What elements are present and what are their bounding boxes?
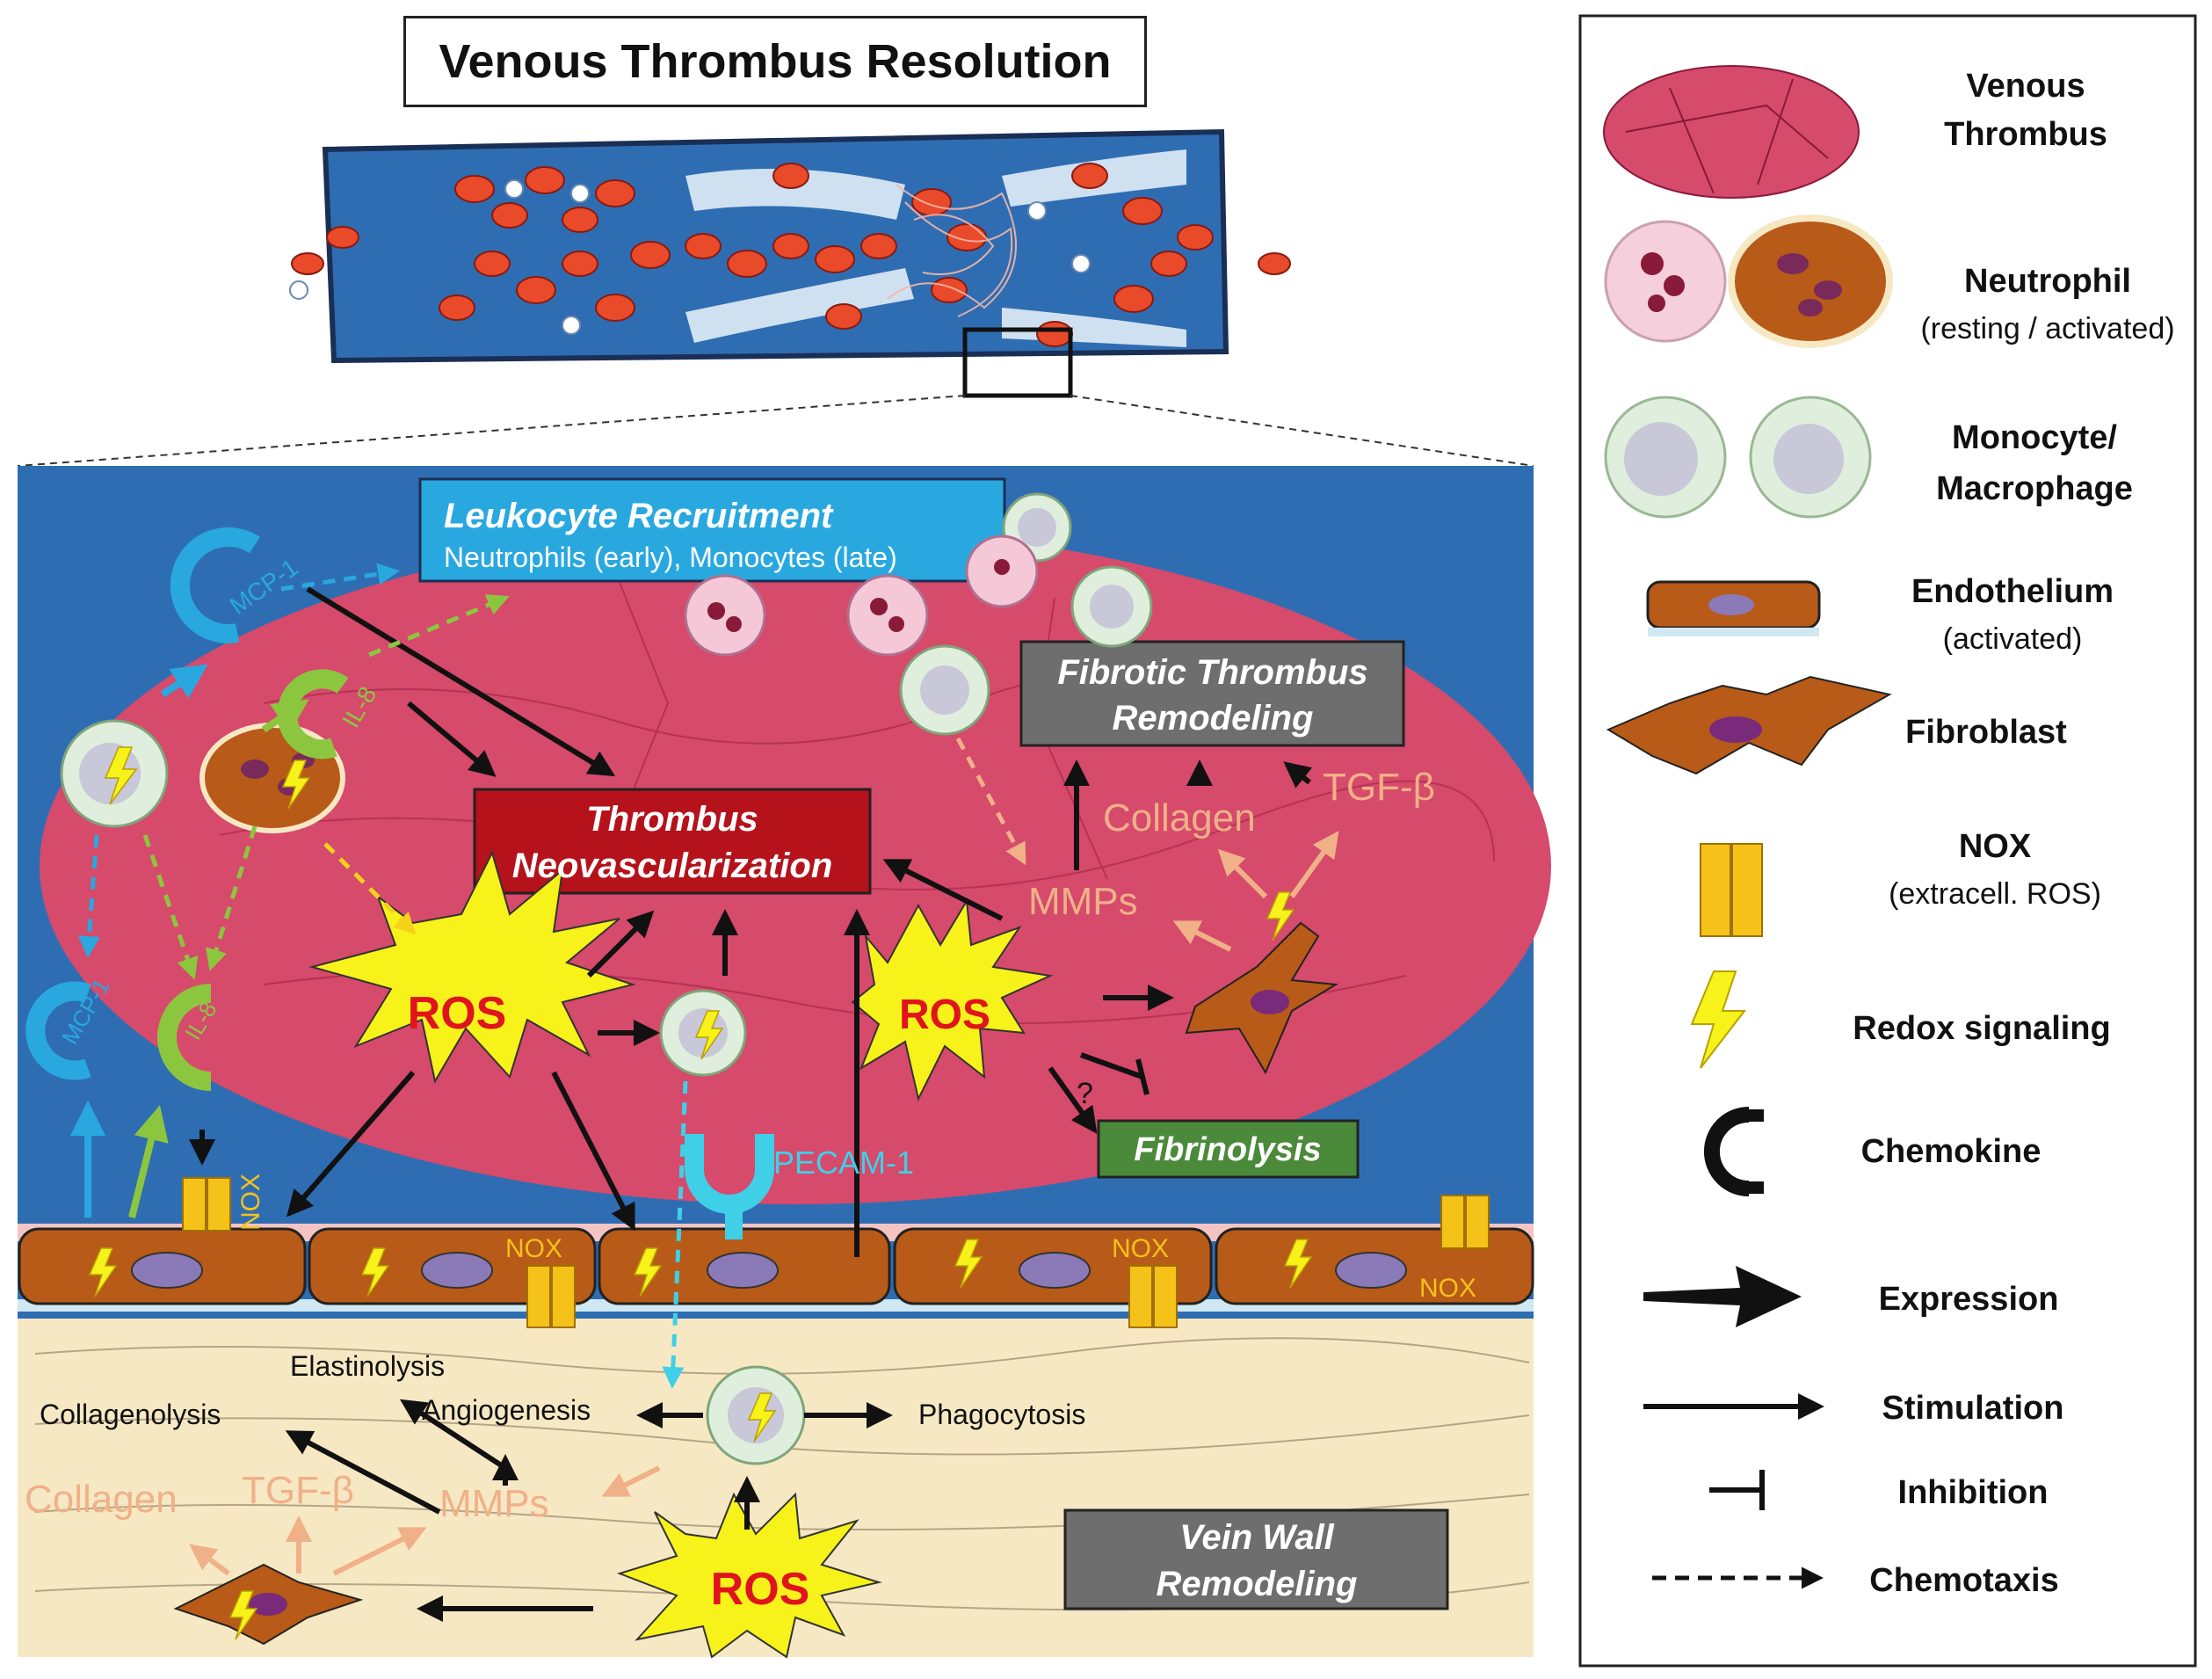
cells: [60, 492, 1490, 1646]
fibrotic-label-1: Fibrotic Thrombus: [1057, 653, 1367, 692]
legend-stimulation: Stimulation: [1882, 1390, 2064, 1427]
pecam-label: PECAM-1: [773, 1145, 914, 1181]
legend-venous-thrombus-2: Thrombus: [1944, 116, 2107, 153]
legend-redox: Redox signaling: [1853, 1010, 2110, 1047]
angiogenesis-label: Angiogenesis: [422, 1394, 591, 1426]
legend-chemotaxis: Chemotaxis: [1869, 1562, 2058, 1599]
legend-neutrophil-sub: (resting / activated): [1920, 312, 2174, 345]
fibrotic-remodeling-box: [1019, 640, 1405, 747]
leukocyte-recruitment-box: [418, 477, 1006, 583]
inhibition-mark: [1079, 1052, 1150, 1095]
legend-expression-arrow: [1643, 1266, 1802, 1327]
legend-endothelium-sub: (activated): [1943, 622, 2083, 656]
neovasc-label-1: Thrombus: [586, 800, 758, 839]
neovascularization-box: [473, 788, 872, 895]
elastinolysis-label: Elastinolysis: [290, 1350, 445, 1382]
nox-label-2: NOX: [505, 1234, 562, 1263]
nox-label-3: NOX: [1112, 1234, 1169, 1263]
ros-label-right: ROS: [899, 992, 990, 1038]
neovasc-label-2: Neovascularization: [512, 847, 833, 885]
legend-inhibition-mark: [1709, 1470, 1765, 1510]
vein-wall-label-2: Remodeling: [1157, 1565, 1358, 1603]
nox-label-1: NOX: [236, 1174, 265, 1231]
legend-thrombus-swatch: [1603, 65, 1860, 199]
page-title: Venous Thrombus Resolution: [403, 16, 1147, 107]
tgfb-label-bottom: TGF-β: [242, 1469, 354, 1512]
vein-wall-label-1: Vein Wall: [1179, 1518, 1334, 1557]
legend: [1578, 14, 2197, 1668]
collagen-label-top: Collagen: [1103, 796, 1256, 840]
collagenolysis-label: Collagenolysis: [40, 1399, 221, 1430]
fibrinolysis-label: Fibrinolysis: [1134, 1131, 1321, 1168]
legend-expression: Expression: [1879, 1281, 2059, 1318]
endothelium-row: [18, 1224, 1534, 1312]
legend-nox: NOX: [1959, 828, 2032, 865]
legend-lightning-icon: [1690, 970, 1747, 1069]
vein-wall-remodeling-box: [1063, 1508, 1449, 1610]
vessel-illustration: [17, 128, 1534, 467]
ros-label-left: ROS: [408, 988, 507, 1039]
leukocyte-subtitle: Neutrophils (early), Monocytes (late): [444, 541, 897, 573]
legend-nox: [1700, 843, 1763, 937]
ros-burst-bottom: [616, 1492, 882, 1659]
legend-endothelium: Endothelium: [1911, 573, 2114, 610]
legend-monocyte-1: Monocyte/: [1952, 419, 2117, 456]
legend-neutrophil: Neutrophil: [1964, 263, 2131, 300]
collagen-label-bottom: Collagen: [25, 1478, 178, 1521]
fibrinolysis-box: [1097, 1119, 1360, 1179]
fibrotic-label-2: Remodeling: [1113, 699, 1314, 738]
tgfb-label-top: TGF-β: [1323, 766, 1435, 809]
question-mark: ?: [1077, 1077, 1093, 1110]
legend-monocyte-2: Macrophage: [1936, 470, 2133, 507]
legend-chemokine-icon: [1704, 1107, 1750, 1196]
legend-chemokine: Chemokine: [1861, 1133, 2042, 1170]
legend-inhibition: Inhibition: [1898, 1474, 2049, 1511]
legend-venous-thrombus-1: Venous: [1966, 68, 2085, 105]
mmps-label-bottom: MMPs: [439, 1482, 549, 1525]
legend-neutrophil-activated: [1728, 214, 1893, 348]
ros-burst-right: [851, 898, 1054, 1101]
pecam-stem: [725, 1196, 743, 1239]
arrows: [189, 586, 1313, 1622]
nox-label-4: NOX: [1419, 1274, 1476, 1303]
ros-label-bottom: ROS: [711, 1564, 810, 1615]
phagocytosis-label: Phagocytosis: [918, 1399, 1085, 1430]
legend-nox-sub: (extracell. ROS): [1889, 877, 2101, 911]
leukocyte-title: Leukocyte Recruitment: [444, 497, 834, 535]
mmps-label-top: MMPs: [1028, 880, 1138, 923]
legend-fibroblast: Fibroblast: [1905, 714, 2067, 751]
